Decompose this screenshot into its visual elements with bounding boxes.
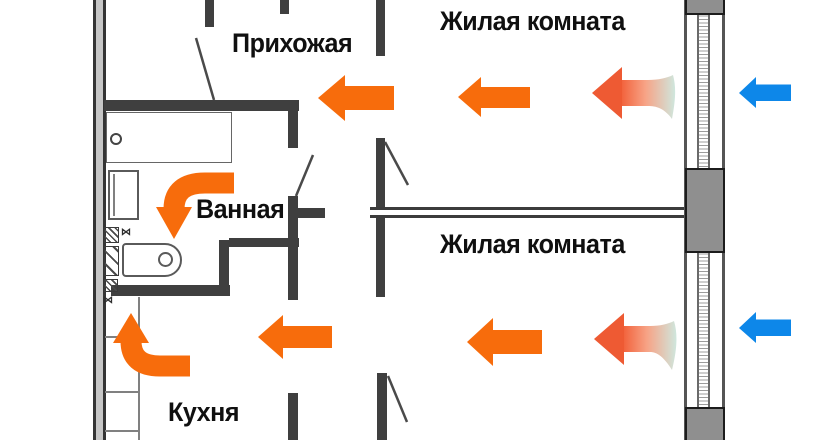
wall-bathroom-bottom	[111, 285, 230, 296]
gradient-arrow-living-room-1	[592, 67, 676, 119]
wall-stub-closet-left	[205, 0, 214, 27]
kitchen-counter-divider-1	[105, 336, 139, 338]
orange-arrow-living-room-1	[458, 77, 530, 117]
door-swing-living2	[386, 375, 409, 423]
kitchen-counter-edge	[138, 297, 140, 440]
facade-pier-bottom	[685, 407, 725, 440]
wall-bathroom-top	[104, 100, 299, 111]
wall-hall-upper	[288, 100, 298, 148]
kitchen-counter-divider-2	[105, 391, 139, 393]
wall-hall-stub	[298, 208, 325, 218]
vent-shaft-box-2	[104, 246, 119, 276]
vent-shaft-box-1	[104, 227, 119, 243]
orange-arrow-corridor-to-kitchen	[258, 315, 332, 359]
label-kitchen: Кухня	[168, 397, 240, 427]
facade-pier-top	[685, 0, 725, 15]
washing-machine-door-line	[113, 174, 115, 216]
riser-valve-symbol-1: ⋈	[121, 227, 131, 238]
facade-pier-middle	[685, 168, 725, 253]
wall-stub-closet-right	[280, 0, 289, 14]
wall-living2-lower	[377, 373, 387, 440]
wall-left-exterior	[93, 0, 106, 440]
blue-arrow-window-2	[739, 312, 791, 343]
wall-bathroom-right-v	[219, 240, 229, 296]
label-living-room-1: Жилая комната	[440, 6, 625, 36]
orange-arrow-kitchen-vent	[113, 313, 190, 377]
bathtub	[122, 243, 182, 277]
label-bathroom: Ванная	[196, 194, 285, 224]
counter-knob-circle	[110, 133, 122, 145]
label-living-room-2: Жилая комната	[440, 229, 625, 259]
door-swing-closet	[194, 37, 216, 101]
wall-bathroom-right-h	[229, 238, 299, 247]
vent-shaft-box-3	[104, 279, 118, 292]
blue-arrow-window-1	[739, 77, 791, 108]
door-swing-bathroom	[294, 154, 315, 197]
wall-hall-lower	[288, 196, 298, 300]
door-swing-living1	[383, 141, 410, 186]
wall-living1-top	[376, 0, 385, 56]
riser-valve-symbol-2: ⋈	[103, 295, 113, 306]
bathtub-drain-circle	[158, 252, 173, 267]
wall-between-living-rooms	[370, 207, 687, 218]
wall-kitchen-lower	[288, 393, 298, 440]
orange-arrow-hallway	[318, 75, 394, 121]
label-hallway: Прихожая	[232, 28, 353, 58]
orange-arrow-living-room-2	[467, 318, 542, 366]
kitchen-counter-divider-3	[105, 430, 139, 432]
gradient-arrow-living-room-2	[594, 313, 677, 370]
bathroom-counter	[106, 112, 232, 163]
